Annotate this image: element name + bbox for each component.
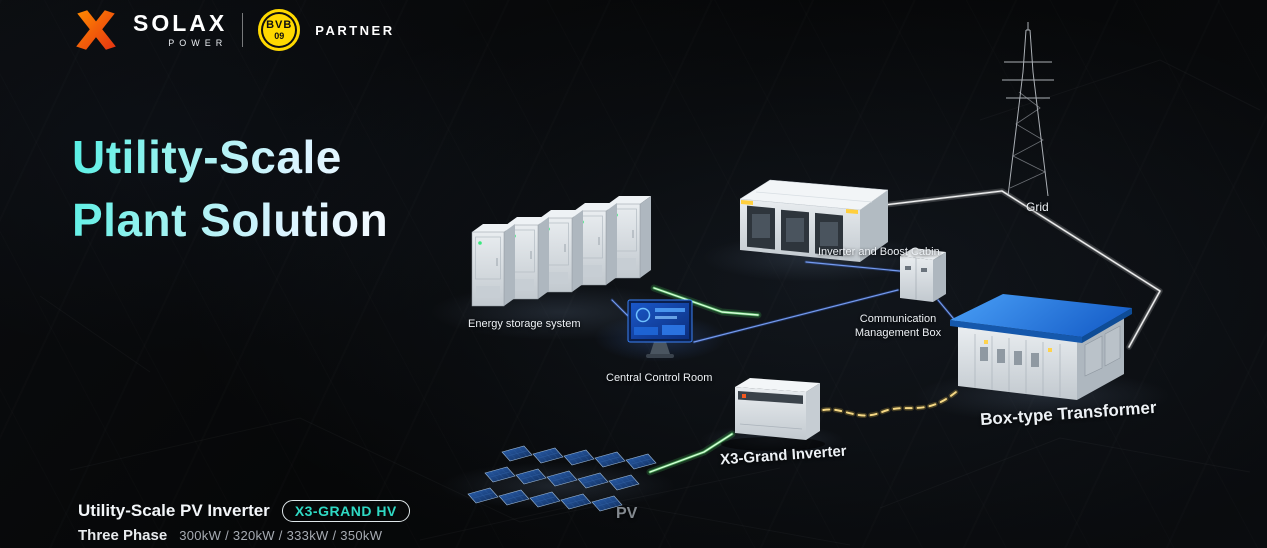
comm-box-graphic (900, 248, 946, 302)
logo-divider (242, 13, 244, 47)
phase-label: Three Phase (78, 527, 168, 544)
brand-name: SOLAX (133, 10, 228, 36)
central-control-room-label: Central Control Room (606, 372, 713, 384)
grand-inverter-graphic (721, 378, 825, 451)
communication-management-box-label: Communication Management Box (854, 313, 942, 340)
header-logos: SOLAX POWER BVB 09 PARTNER (74, 8, 395, 52)
bvb-number: 09 (274, 30, 285, 41)
brand-subtitle: POWER (168, 38, 228, 48)
bvb-text: BVB (266, 18, 293, 31)
transformer-graphic (950, 294, 1132, 400)
page-title-line1: Utility-Scale (72, 131, 342, 183)
solax-wordmark: SOLAX POWER (133, 10, 228, 49)
product-title: Utility-Scale PV Inverter (78, 501, 270, 520)
energy-storage-label: Energy storage system (468, 318, 581, 330)
grid-tower-graphic (1002, 22, 1054, 197)
page-title: Utility-Scale Plant Solution (72, 126, 388, 251)
grid-label: Grid (1026, 200, 1049, 214)
partner-label: PARTNER (315, 22, 395, 38)
connection-lines (610, 188, 1163, 476)
product-info: Utility-Scale PV Inverter X3-GRAND HV Th… (78, 500, 410, 544)
page-title-line2: Plant Solution (72, 193, 389, 246)
model-badge: X3-GRAND HV (281, 500, 410, 522)
bvb-logo-icon: BVB 09 (258, 9, 301, 51)
solax-x-logo-icon (76, 10, 116, 50)
power-ratings: 300kW / 320kW / 333kW / 350kW (179, 528, 383, 543)
inverter-boost-cabin-label: Inverter and Boost Cabin (818, 246, 940, 258)
pv-label: PV (616, 505, 638, 522)
inverter-cabin-graphic (739, 179, 889, 262)
control-room-graphic (627, 299, 693, 358)
